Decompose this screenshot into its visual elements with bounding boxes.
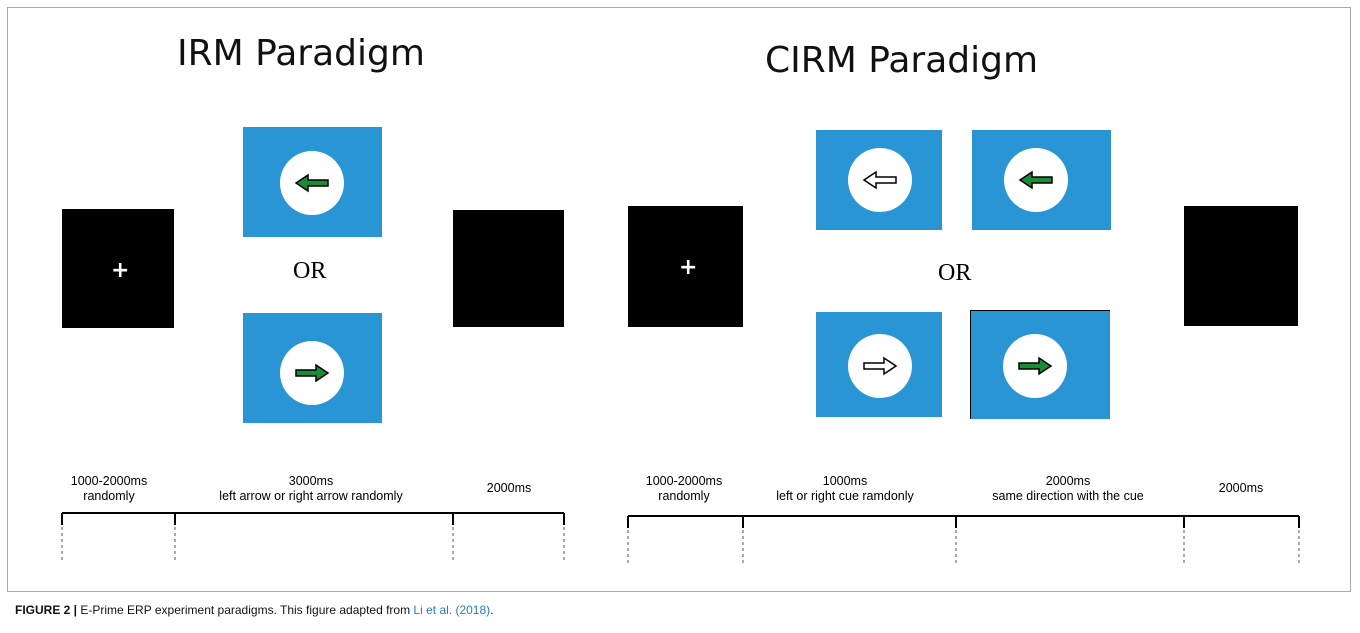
cirm-blank-screen bbox=[1184, 206, 1298, 326]
figure-frame bbox=[7, 7, 1351, 592]
cirm-left-cue-screen bbox=[816, 130, 942, 230]
white-right-cue-arrow-icon bbox=[848, 334, 912, 398]
citation-link[interactable]: Li et al. (2018) bbox=[413, 603, 491, 617]
green-right-arrow-icon bbox=[280, 341, 344, 405]
green-left-arrow-icon bbox=[1004, 148, 1068, 212]
irm-timeline-label: 2000ms bbox=[486, 481, 532, 495]
figure-caption: FIGURE 2 | E-Prime ERP experiment paradi… bbox=[15, 603, 494, 617]
irm-left-target-screen bbox=[243, 127, 382, 237]
green-left-arrow-icon bbox=[280, 151, 344, 215]
irm-blank-screen bbox=[453, 210, 564, 327]
cirm-or-label: OR bbox=[938, 260, 972, 286]
fixation-cross: + bbox=[111, 258, 130, 283]
cirm-left-target-screen bbox=[972, 130, 1111, 230]
irm-fixation-screen: + bbox=[62, 209, 174, 328]
cirm-title: CIRM Paradigm bbox=[765, 40, 1039, 81]
irm-title: IRM Paradigm bbox=[177, 33, 425, 74]
caption-text: E-Prime ERP experiment paradigms. This f… bbox=[77, 603, 414, 617]
cirm-right-cue-screen bbox=[816, 312, 942, 417]
white-left-cue-arrow-icon bbox=[848, 148, 912, 212]
cirm-fixation-screen: + bbox=[628, 206, 743, 327]
green-right-arrow-icon bbox=[1003, 334, 1067, 398]
fixation-cross: + bbox=[679, 255, 698, 280]
cirm-timeline-label: 2000ms bbox=[1218, 481, 1264, 495]
figure-label: FIGURE 2 | bbox=[15, 603, 78, 617]
irm-or-label: OR bbox=[293, 258, 327, 284]
cirm-right-target-screen bbox=[970, 310, 1110, 419]
irm-right-target-screen bbox=[243, 313, 382, 423]
